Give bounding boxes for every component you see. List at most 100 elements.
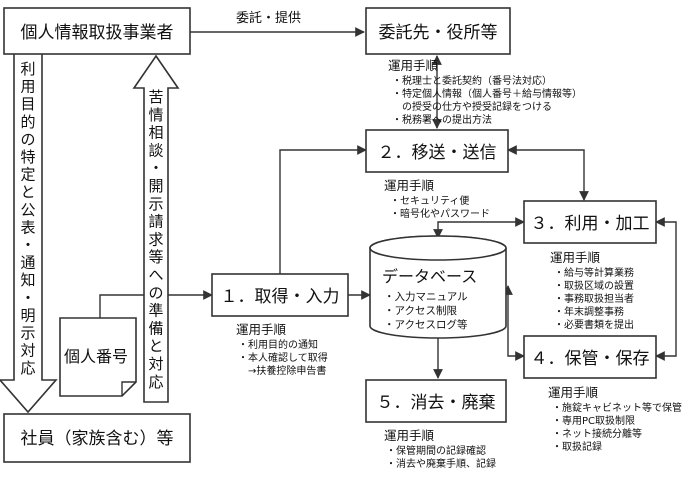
storage-procedures: 運用手順・施錠キャビネット等で保管・専用PC取扱制限・ネット接続分離等・取扱記録	[548, 385, 682, 453]
vertical-char: へ	[148, 266, 163, 284]
procedure-item: ・特定個人情報（個人番号＋給与情報等）	[392, 87, 582, 100]
disposal-label: ５．消去・廃棄	[377, 393, 496, 413]
procedure-item: →扶養控除申告書	[238, 364, 326, 377]
database-cylinder	[369, 235, 507, 339]
procedure-heading: 運用手順	[550, 250, 601, 265]
procedure-item: ・本人確認して取得	[238, 351, 328, 364]
use-label: ３．利用・加工	[531, 214, 650, 234]
procedure-item: ・必要書類を提出	[554, 318, 634, 331]
transfer-label: ２．移送・送信	[378, 143, 497, 163]
vertical-char: 談	[148, 141, 163, 159]
employees-box	[3, 413, 191, 463]
database-title: データベース	[382, 267, 477, 286]
vertical-char: 示	[148, 195, 163, 213]
vertical-char: ・	[20, 236, 35, 254]
procedure-item: ・税務署への提出方法	[392, 113, 492, 126]
vertical-char: 準	[148, 302, 163, 320]
vertical-char: と	[20, 183, 35, 201]
disposal-procedures: 運用手順・保管期間の記録確認・消去や廃棄手順、記録	[384, 428, 496, 470]
use-procedures: 運用手順・給与等計算業務・取扱区域の設置・事務取扱担当者・年末調整事務・必要書類…	[550, 250, 634, 331]
procedure-item: ・ネット接続分離等	[552, 427, 642, 440]
complaint-disclosure-arrow	[132, 54, 180, 403]
vertical-char: 応	[20, 359, 35, 377]
procedure-heading: 運用手順	[388, 58, 439, 73]
mynumber-card	[59, 317, 137, 397]
vertical-char: 情	[148, 106, 163, 124]
mynumber-card-fold	[121, 381, 136, 396]
vertical-char: 明	[20, 306, 35, 324]
procedure-heading: 運用手順	[548, 385, 599, 400]
db-use-arrow	[433, 217, 525, 239]
vertical-char: 定	[20, 166, 35, 184]
procedure-item: ・暗号化やパスワード	[390, 207, 490, 220]
vertical-char: 等	[148, 248, 163, 266]
vertical-char: 相	[148, 124, 163, 142]
procedure-heading: 運用手順	[384, 428, 435, 443]
vertical-char: ・	[148, 159, 163, 177]
vertical-char: 請	[148, 213, 163, 231]
contractor-procedures: 運用手順・税理士と委託契約（番号法対応）・特定個人情報（個人番号＋給与情報等） …	[388, 58, 582, 126]
vertical-char: 苦	[148, 88, 163, 106]
vertical-char: と	[148, 337, 163, 355]
procedure-item: ・施錠キャビネット等で保管	[552, 401, 682, 414]
vertical-char: 応	[148, 373, 163, 391]
procedure-item: ・税理士と委託契約（番号法対応）	[392, 74, 552, 87]
procedure-item: ・消去や廃棄手順、記録	[386, 457, 496, 470]
operator-box	[3, 7, 191, 55]
vertical-char: 示	[20, 324, 35, 342]
vertical-char: 利	[20, 60, 35, 78]
transfer-use-arrow	[507, 145, 589, 201]
mynumber-label: 個人番号	[64, 347, 128, 366]
outsource-label: 委託・提供	[236, 10, 301, 26]
purpose-notice-arrow	[0, 45, 58, 414]
vertical-char: 公	[20, 201, 35, 219]
procedure-heading: 運用手順	[384, 178, 435, 193]
procedure-item: ・専用PC取扱制限	[552, 414, 635, 427]
procedure-item: ・給与等計算業務	[554, 266, 634, 279]
procedure-item: ・取扱記録	[552, 440, 602, 453]
use-box	[523, 200, 657, 244]
vertical-char: 備	[148, 319, 163, 337]
vertical-char: の	[20, 130, 35, 148]
acquire-procedures: 運用手順・利用目的の通知・本人確認して取得 →扶養控除申告書	[236, 322, 328, 377]
vertical-char: 求	[148, 230, 163, 248]
vertical-char: 対	[20, 342, 35, 360]
vertical-char: 的	[20, 113, 35, 131]
vertical-char: 対	[148, 355, 163, 373]
procedure-item: ・保管期間の記録確認	[386, 444, 486, 457]
contractor-label: 委託先・役所等	[379, 23, 498, 43]
storage-label: ４．保管・保存	[531, 349, 650, 369]
vertical-char: 表	[20, 218, 35, 236]
procedure-item: ・事務取扱担当者	[554, 292, 634, 305]
vertical-char: 通	[20, 254, 35, 272]
vertical-char: 開	[148, 177, 163, 195]
vertical-char: 用	[20, 78, 35, 96]
vertical-char: 目	[20, 95, 35, 113]
storage-box	[523, 335, 657, 379]
procedure-item: ・取扱区域の設置	[554, 279, 634, 292]
vertical-char: 特	[20, 148, 35, 166]
database-item: ・アクセスログ等	[384, 318, 468, 331]
acquire-box	[211, 273, 349, 317]
database-item: ・アクセス制限	[384, 304, 457, 317]
acquire-to-transfer-arrow	[279, 145, 367, 276]
use-storage-arrow	[655, 217, 677, 361]
vertical-char: 知	[20, 271, 35, 289]
procedure-item: の授受の仕方や授受記録をつける	[392, 100, 552, 113]
acquire-label: １．取得・入力	[221, 287, 340, 307]
procedure-heading: 運用手順	[236, 322, 287, 337]
database-items: ・入力マニュアル・アクセス制限・アクセスログ等	[384, 290, 468, 331]
operator-label: 個人情報取扱事業者	[21, 23, 174, 43]
contractor-box	[365, 7, 511, 55]
disposal-box	[365, 379, 507, 423]
employees-label: 社員（家族含む）等	[21, 429, 174, 449]
vertical-char: ・	[20, 289, 35, 307]
transfer-procedures: 運用手順・セキュリティ便・暗号化やパスワード	[384, 178, 490, 220]
vertical-char: の	[148, 284, 163, 302]
procedure-item: ・セキュリティ便	[390, 194, 469, 207]
transfer-box	[365, 129, 509, 173]
db-storage-arrow	[503, 285, 525, 361]
procedure-item: ・利用目的の通知	[238, 338, 318, 351]
